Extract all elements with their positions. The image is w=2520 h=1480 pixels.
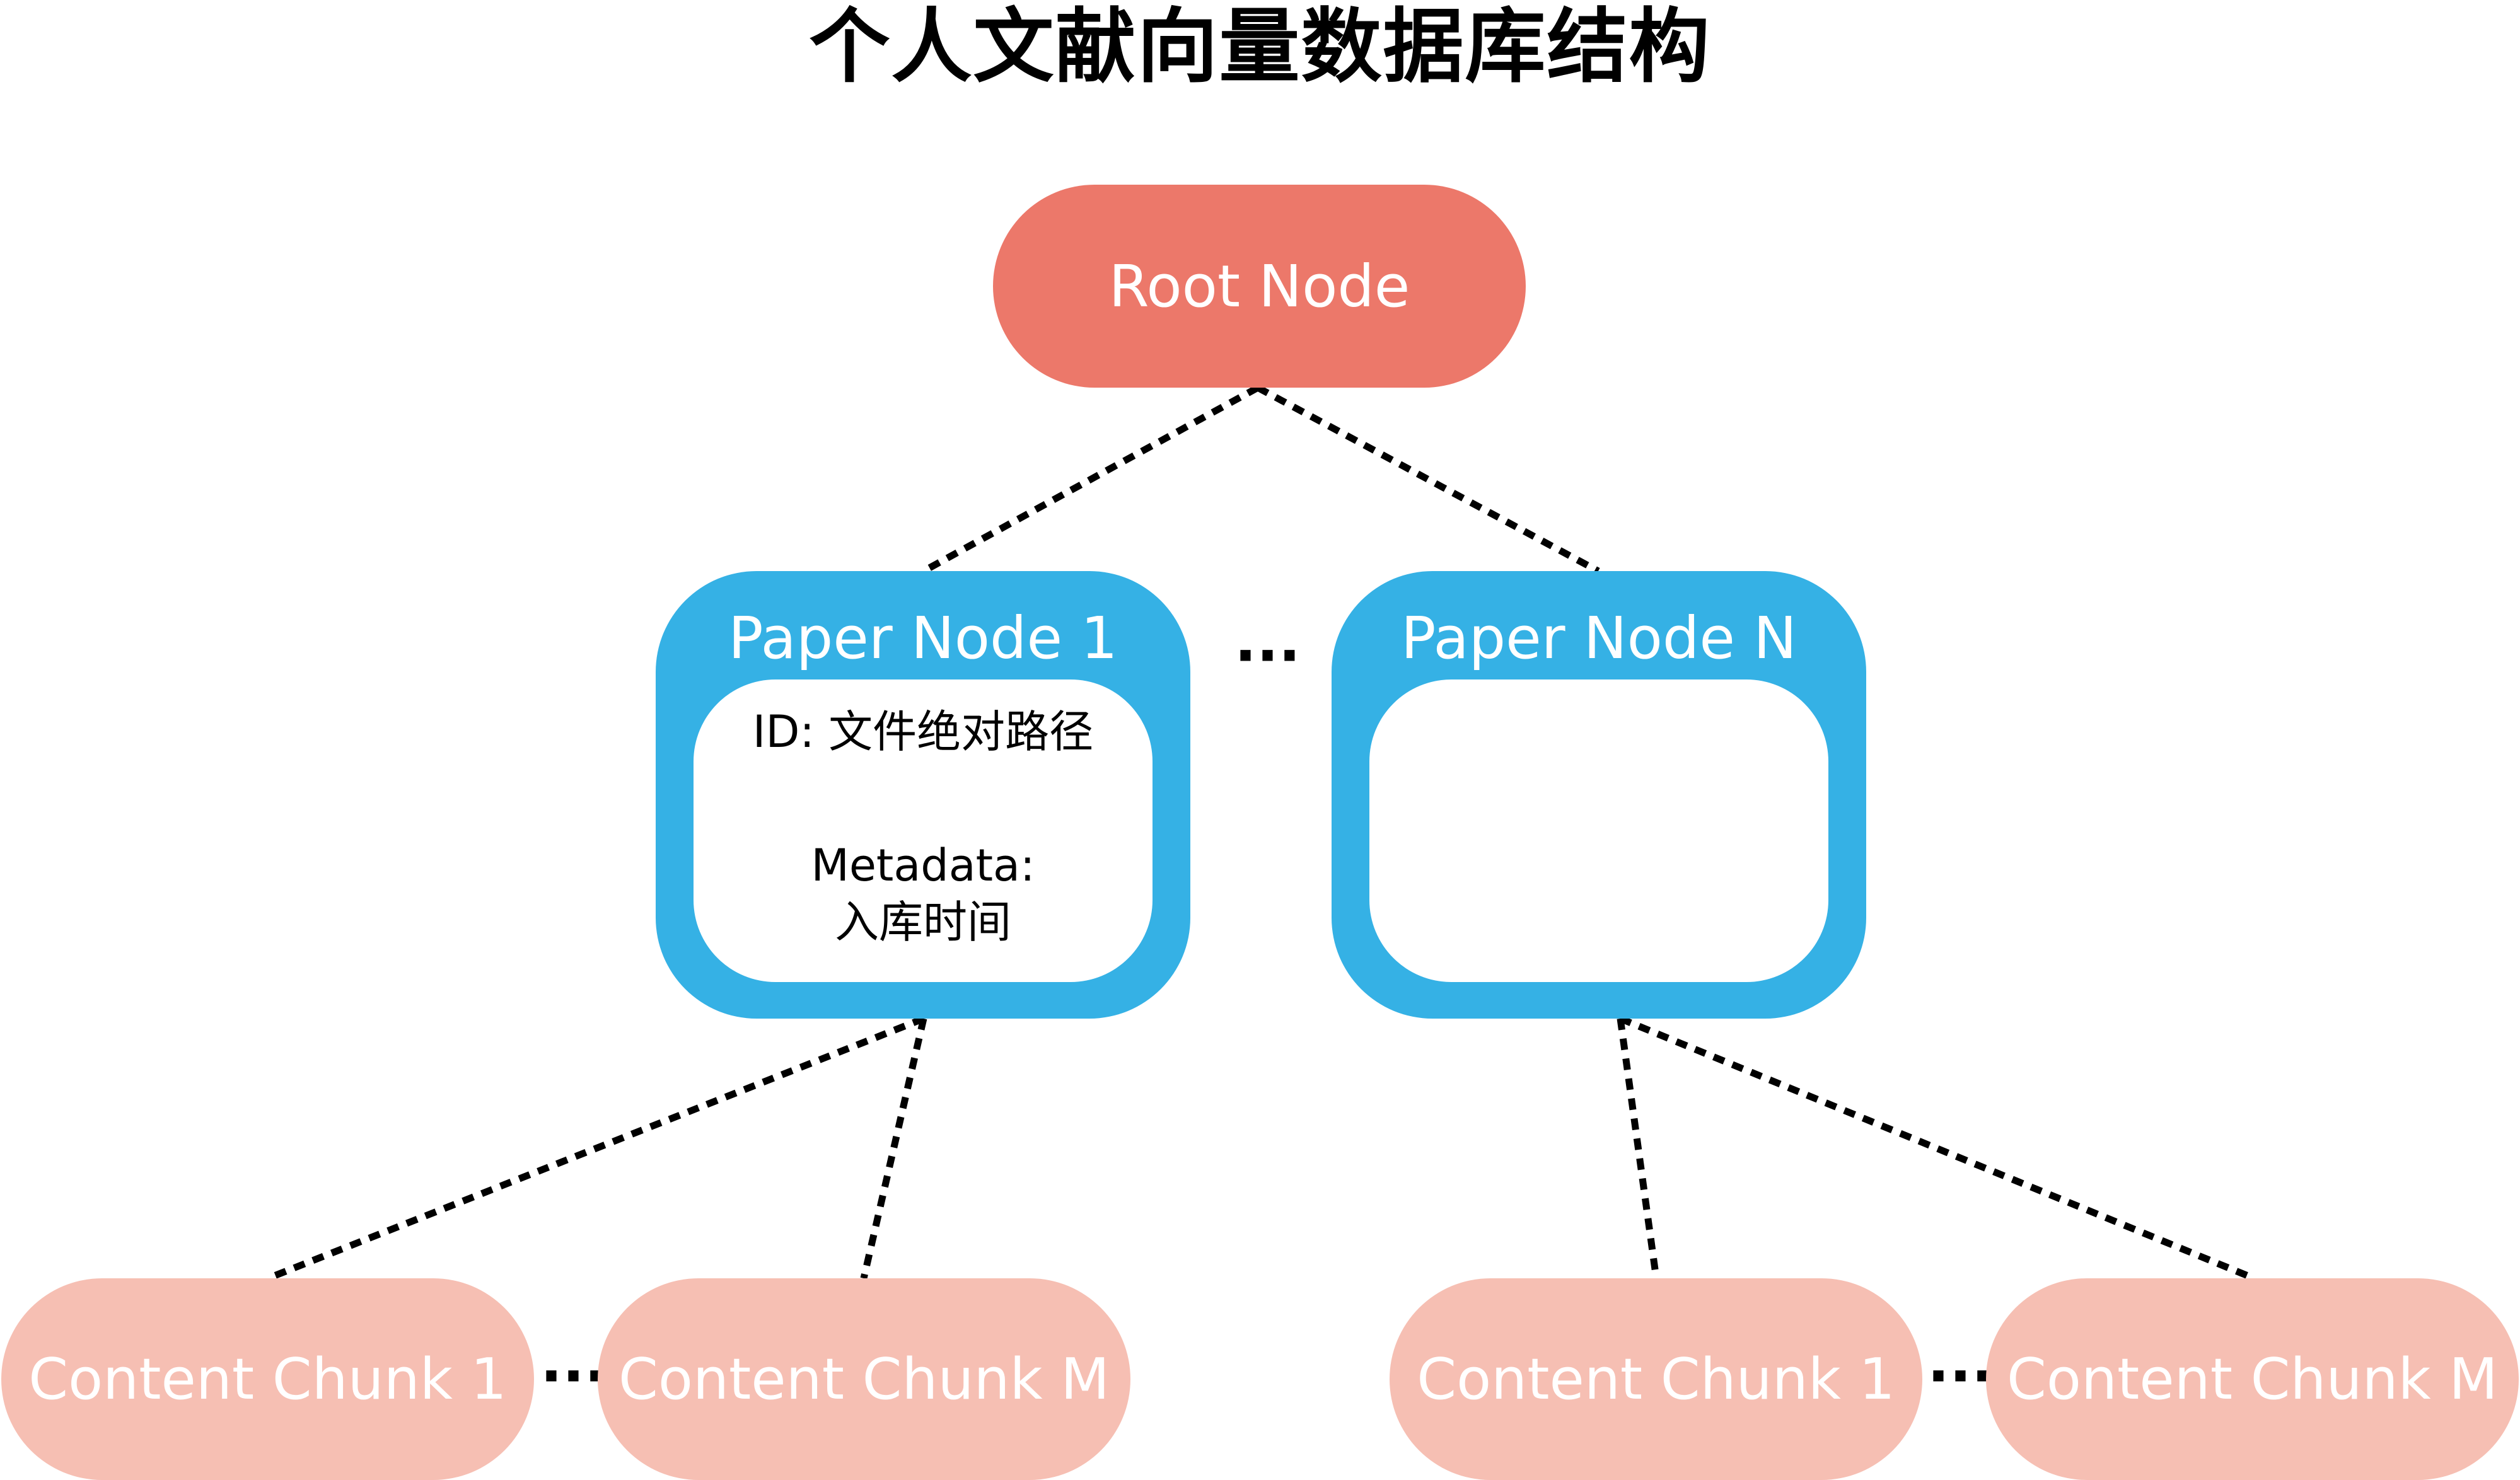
diagram-title: 个人文献向量数据库结构 [809,0,1711,94]
paper-id-line: ID: 文件绝对路径 [752,706,1094,758]
paper-node-1[interactable]: Paper Node 1 ID: 文件绝对路径 Metadata: 入库时间 [656,571,1190,1019]
edge-paper-n-chunk-m [1618,1015,2256,1282]
edge-root-paper-1 [922,384,1260,574]
content-chunk-right-1[interactable]: Content Chunk 1 [1390,1278,1922,1480]
content-chunk-label: Content Chunk M [2007,1346,2498,1413]
content-chunk-left-1[interactable]: Content Chunk 1 [1,1278,534,1480]
paper-metadata-label: Metadata: [811,840,1035,891]
paper-node-n[interactable]: Paper Node N [1332,571,1866,1019]
edge-paper-1-chunk-1 [266,1015,926,1282]
paper-node-1-details: ID: 文件绝对路径 Metadata: 入库时间 [694,679,1153,982]
paper-node-1-label: Paper Node 1 [728,604,1118,672]
paper-node-n-details [1369,679,1828,982]
content-chunk-label: Content Chunk 1 [1417,1346,1895,1413]
content-chunk-label: Content Chunk 1 [28,1346,507,1413]
chunk-ellipsis-right: ··· [1927,1343,1994,1410]
edge-paper-n-chunk-1 [1617,1018,1660,1279]
root-node-label: Root Node [1108,252,1410,320]
paper-metadata-value: 入库时间 [835,896,1011,948]
content-chunk-label: Content Chunk M [618,1346,1110,1413]
root-node[interactable]: Root Node [993,185,1526,388]
paper-ellipsis: ··· [1234,622,1301,690]
edge-paper-1-chunk-m [860,1017,927,1280]
chunk-ellipsis-left: ··· [540,1343,607,1410]
content-chunk-right-m[interactable]: Content Chunk M [1986,1278,2519,1480]
edge-root-paper-n [1256,384,1600,574]
content-chunk-left-m[interactable]: Content Chunk M [598,1278,1130,1480]
paper-node-n-label: Paper Node N [1401,604,1797,672]
